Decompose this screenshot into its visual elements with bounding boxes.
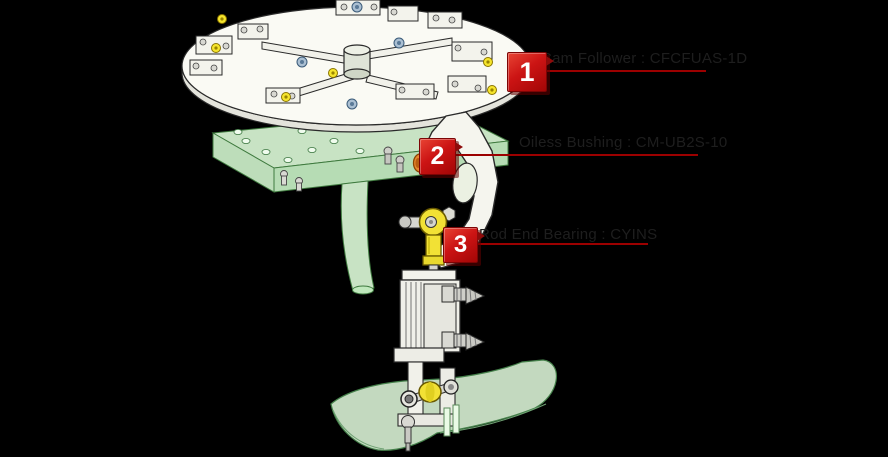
rotary-top-plate (181, 0, 531, 133)
pneumatic-fitting-upper (441, 285, 486, 305)
callout-2-label: Oiless Bushing : CM-UB2S-10 (519, 134, 728, 151)
callout-1-leader (545, 70, 706, 72)
callout-2-badge: 2 (419, 138, 463, 175)
base-screws (401, 404, 460, 452)
callout-1-badge: 1 (507, 52, 554, 92)
callout-3-leader (476, 243, 648, 245)
callout-3-label: Rod End Bearing : CYINS (479, 226, 658, 243)
support-leg (340, 180, 375, 295)
cam-roller-pin (400, 379, 459, 408)
callout-3-badge: 3 (443, 227, 485, 263)
callout-2-leader (454, 154, 698, 156)
rod-end-bearing (398, 207, 448, 276)
callout-1-label: Cam Follower : CFCFUAS-1D (541, 50, 748, 67)
under-plate-bolts (383, 146, 405, 173)
pneumatic-fitting-lower (441, 331, 486, 351)
slide-unit (393, 269, 486, 363)
center-boss (343, 44, 371, 80)
